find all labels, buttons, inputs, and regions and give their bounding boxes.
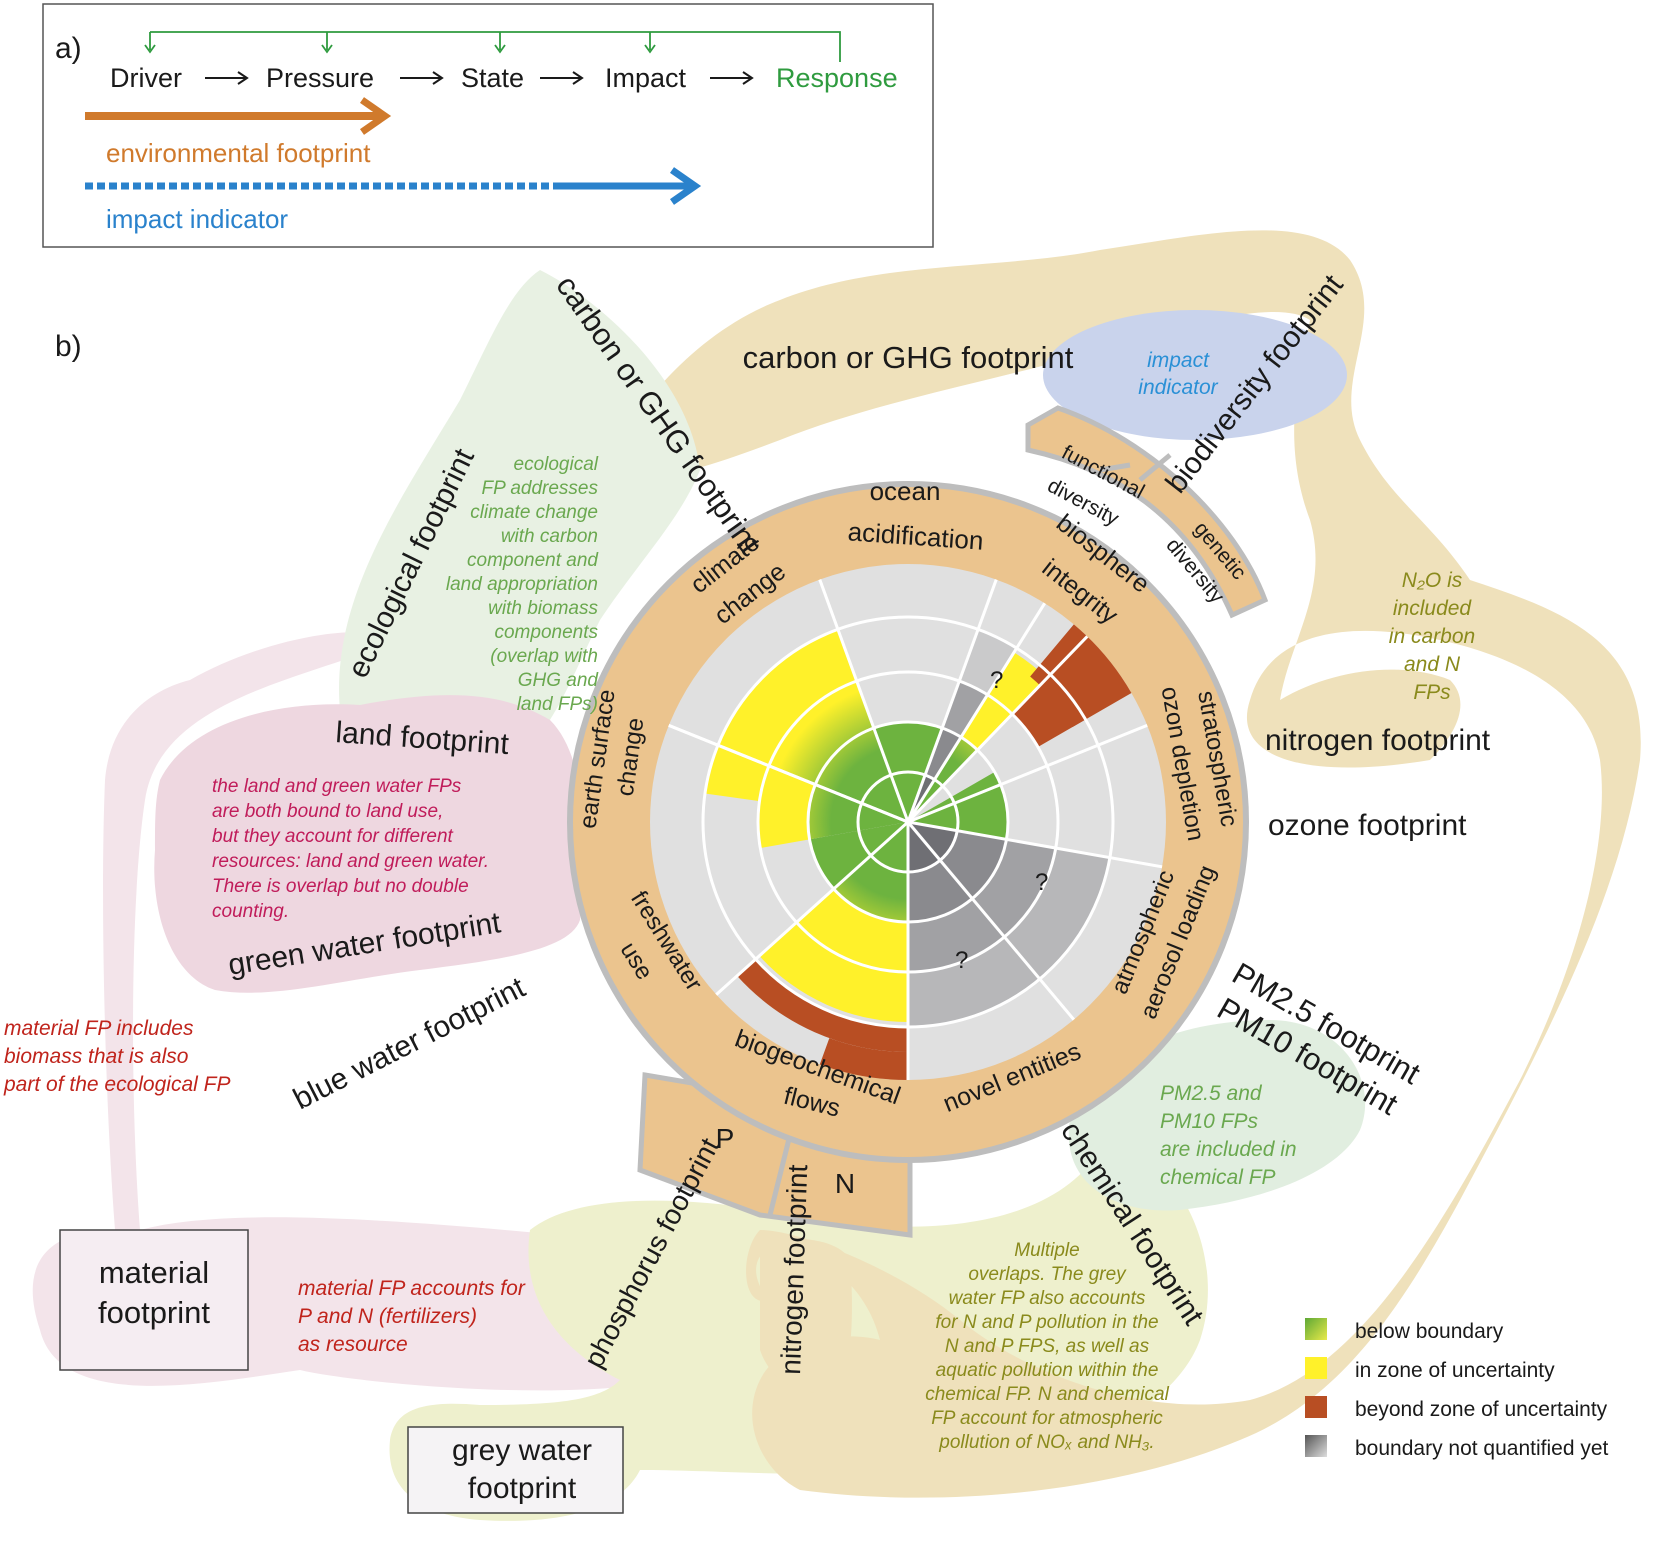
grid-spoke: [907, 820, 1163, 869]
impact-indicator-label: impact indicator: [106, 204, 288, 234]
status-wedge: [819, 1038, 908, 1080]
status-wedge: [1004, 848, 1110, 980]
legend-label-beyond: beyond zone of uncertainty: [1355, 1398, 1608, 1421]
legend-label-below: below boundary: [1355, 1320, 1504, 1343]
status-wedge: [1012, 674, 1086, 747]
grid-spoke: [906, 821, 1075, 1021]
chain-response: Response: [776, 63, 898, 93]
chain-driver: Driver: [110, 63, 182, 93]
status-wedge: [717, 629, 857, 766]
ecological-footprint-blob: [339, 270, 700, 764]
question-mark: ?: [1035, 869, 1048, 896]
status-wedge: [908, 822, 941, 872]
pn-divider: [767, 1134, 793, 1216]
carbon-nitrogen-band: [600, 230, 1641, 1498]
status-wedge: [908, 737, 978, 822]
chain-pressure: Pressure: [266, 63, 374, 93]
status-wedge: [908, 898, 1005, 972]
status-wedge: [972, 839, 1056, 937]
biodiversity-footprint-blob: [1043, 310, 1347, 440]
grid-spoke: [818, 579, 910, 823]
grid-spoke: [906, 602, 1046, 823]
status-wedge: [960, 694, 1013, 751]
legend-label-not-quantified: boundary not quantified yet: [1355, 1437, 1609, 1460]
grid-spoke: [906, 579, 998, 823]
status-wedge: [908, 822, 958, 861]
legend-swatch-not-quantified: [1305, 1435, 1327, 1457]
status-wedge: [758, 765, 816, 849]
biosphere-tab-divider: [1099, 453, 1172, 482]
land-green-water-blob: [154, 695, 584, 993]
nitrogen-footprint-label-right: nitrogen footprint: [1265, 724, 1491, 757]
panel-a-label: a): [55, 32, 82, 65]
panel-a-frame: [42, 3, 934, 248]
blue-water-footprint-label: blue water footprint: [288, 971, 531, 1117]
legend-swatch-uncertainty: [1305, 1357, 1327, 1379]
status-wedge: [987, 652, 1047, 715]
status-wedge: [809, 822, 908, 889]
status-wedge: [940, 830, 1007, 899]
planetary-boundary-wheel: ? ? ?: [567, 405, 1269, 1238]
question-mark: ?: [990, 667, 1003, 694]
carbon-footprint-label-top: carbon or GHG footprint: [743, 340, 1074, 375]
wheel-grid: [668, 579, 1163, 1080]
nitrogen-footprint-patch: [760, 1238, 852, 1393]
grid-spoke: [715, 820, 910, 996]
grid-spoke: [668, 723, 909, 824]
legend-label-uncertainty: in zone of uncertainty: [1355, 1359, 1555, 1382]
nitrogen-footprint-label-bottom: nitrogen footprint: [775, 1164, 813, 1375]
biogeo-sub-n: N: [835, 1168, 855, 1199]
status-wedges: [704, 624, 1132, 1080]
panel-b: b) ? ? ?: [3, 230, 1641, 1521]
status-wedge: [833, 822, 908, 922]
status-wedge: [925, 728, 961, 780]
chain-arrows: [205, 71, 754, 85]
environmental-footprint-label: environmental footprint: [106, 138, 371, 168]
biosphere-subdivision-tabs: [1025, 405, 1269, 619]
boundary-label-ocean-1: ocean: [870, 476, 941, 506]
legend-swatch-beyond: [1305, 1396, 1327, 1418]
status-wedge: [908, 860, 973, 922]
question-mark: ?: [955, 947, 968, 974]
environmental-footprint-arrow: [85, 97, 392, 135]
panel-a: a) Driver Pressure State Impact Response…: [42, 3, 934, 248]
ozone-footprint-label: ozone footprint: [1268, 809, 1467, 842]
panel-b-label: b): [55, 330, 82, 363]
chain-impact: Impact: [605, 63, 687, 93]
response-feedback-arrows: [144, 31, 841, 62]
status-wedge: [759, 922, 908, 1022]
status-wedge: [942, 681, 988, 738]
status-wedge: [908, 936, 1040, 1027]
biogeo-sub-p: P: [716, 1123, 735, 1154]
status-wedge: [796, 888, 908, 973]
chain-state: State: [461, 63, 524, 93]
status-wedge: [908, 772, 1008, 840]
legend: below boundary in zone of uncertainty be…: [1305, 1318, 1609, 1460]
legend-swatch-below: [1305, 1318, 1327, 1340]
grid-spoke: [907, 723, 1148, 824]
grid-spoke: [906, 635, 1089, 824]
impact-indicator-arrow: [85, 167, 702, 205]
